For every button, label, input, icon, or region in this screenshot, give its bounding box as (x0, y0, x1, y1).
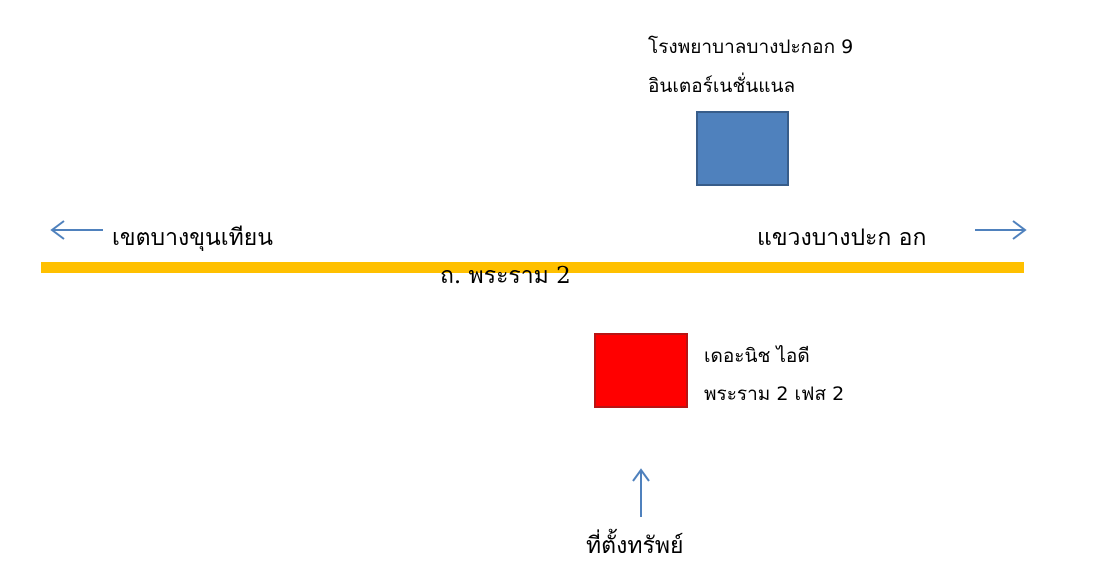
right-arrow-icon (975, 220, 1027, 240)
property-name-line1: เดอะนิช ไอดี (704, 345, 810, 367)
hospital-name-line1: โรงพยาบาลบางปะกอก 9 (648, 36, 854, 58)
right-direction-label: แขวงบางปะก อก (757, 225, 927, 251)
hospital-marker (696, 111, 789, 186)
hospital-name-line2: อินเตอร์เนชั่นแนล (648, 75, 796, 97)
property-marker (594, 333, 688, 408)
property-location-label: ที่ตั้งทรัพย์ (586, 533, 684, 559)
road-name-label: ถ. พระราม 2 (440, 263, 571, 289)
left-arrow-icon (50, 220, 103, 240)
left-direction-label: เขตบางขุนเทียน (112, 225, 273, 251)
up-arrow-icon (632, 468, 650, 517)
road-line (41, 262, 1024, 273)
property-name-line2: พระราม 2 เฟส 2 (704, 383, 845, 405)
